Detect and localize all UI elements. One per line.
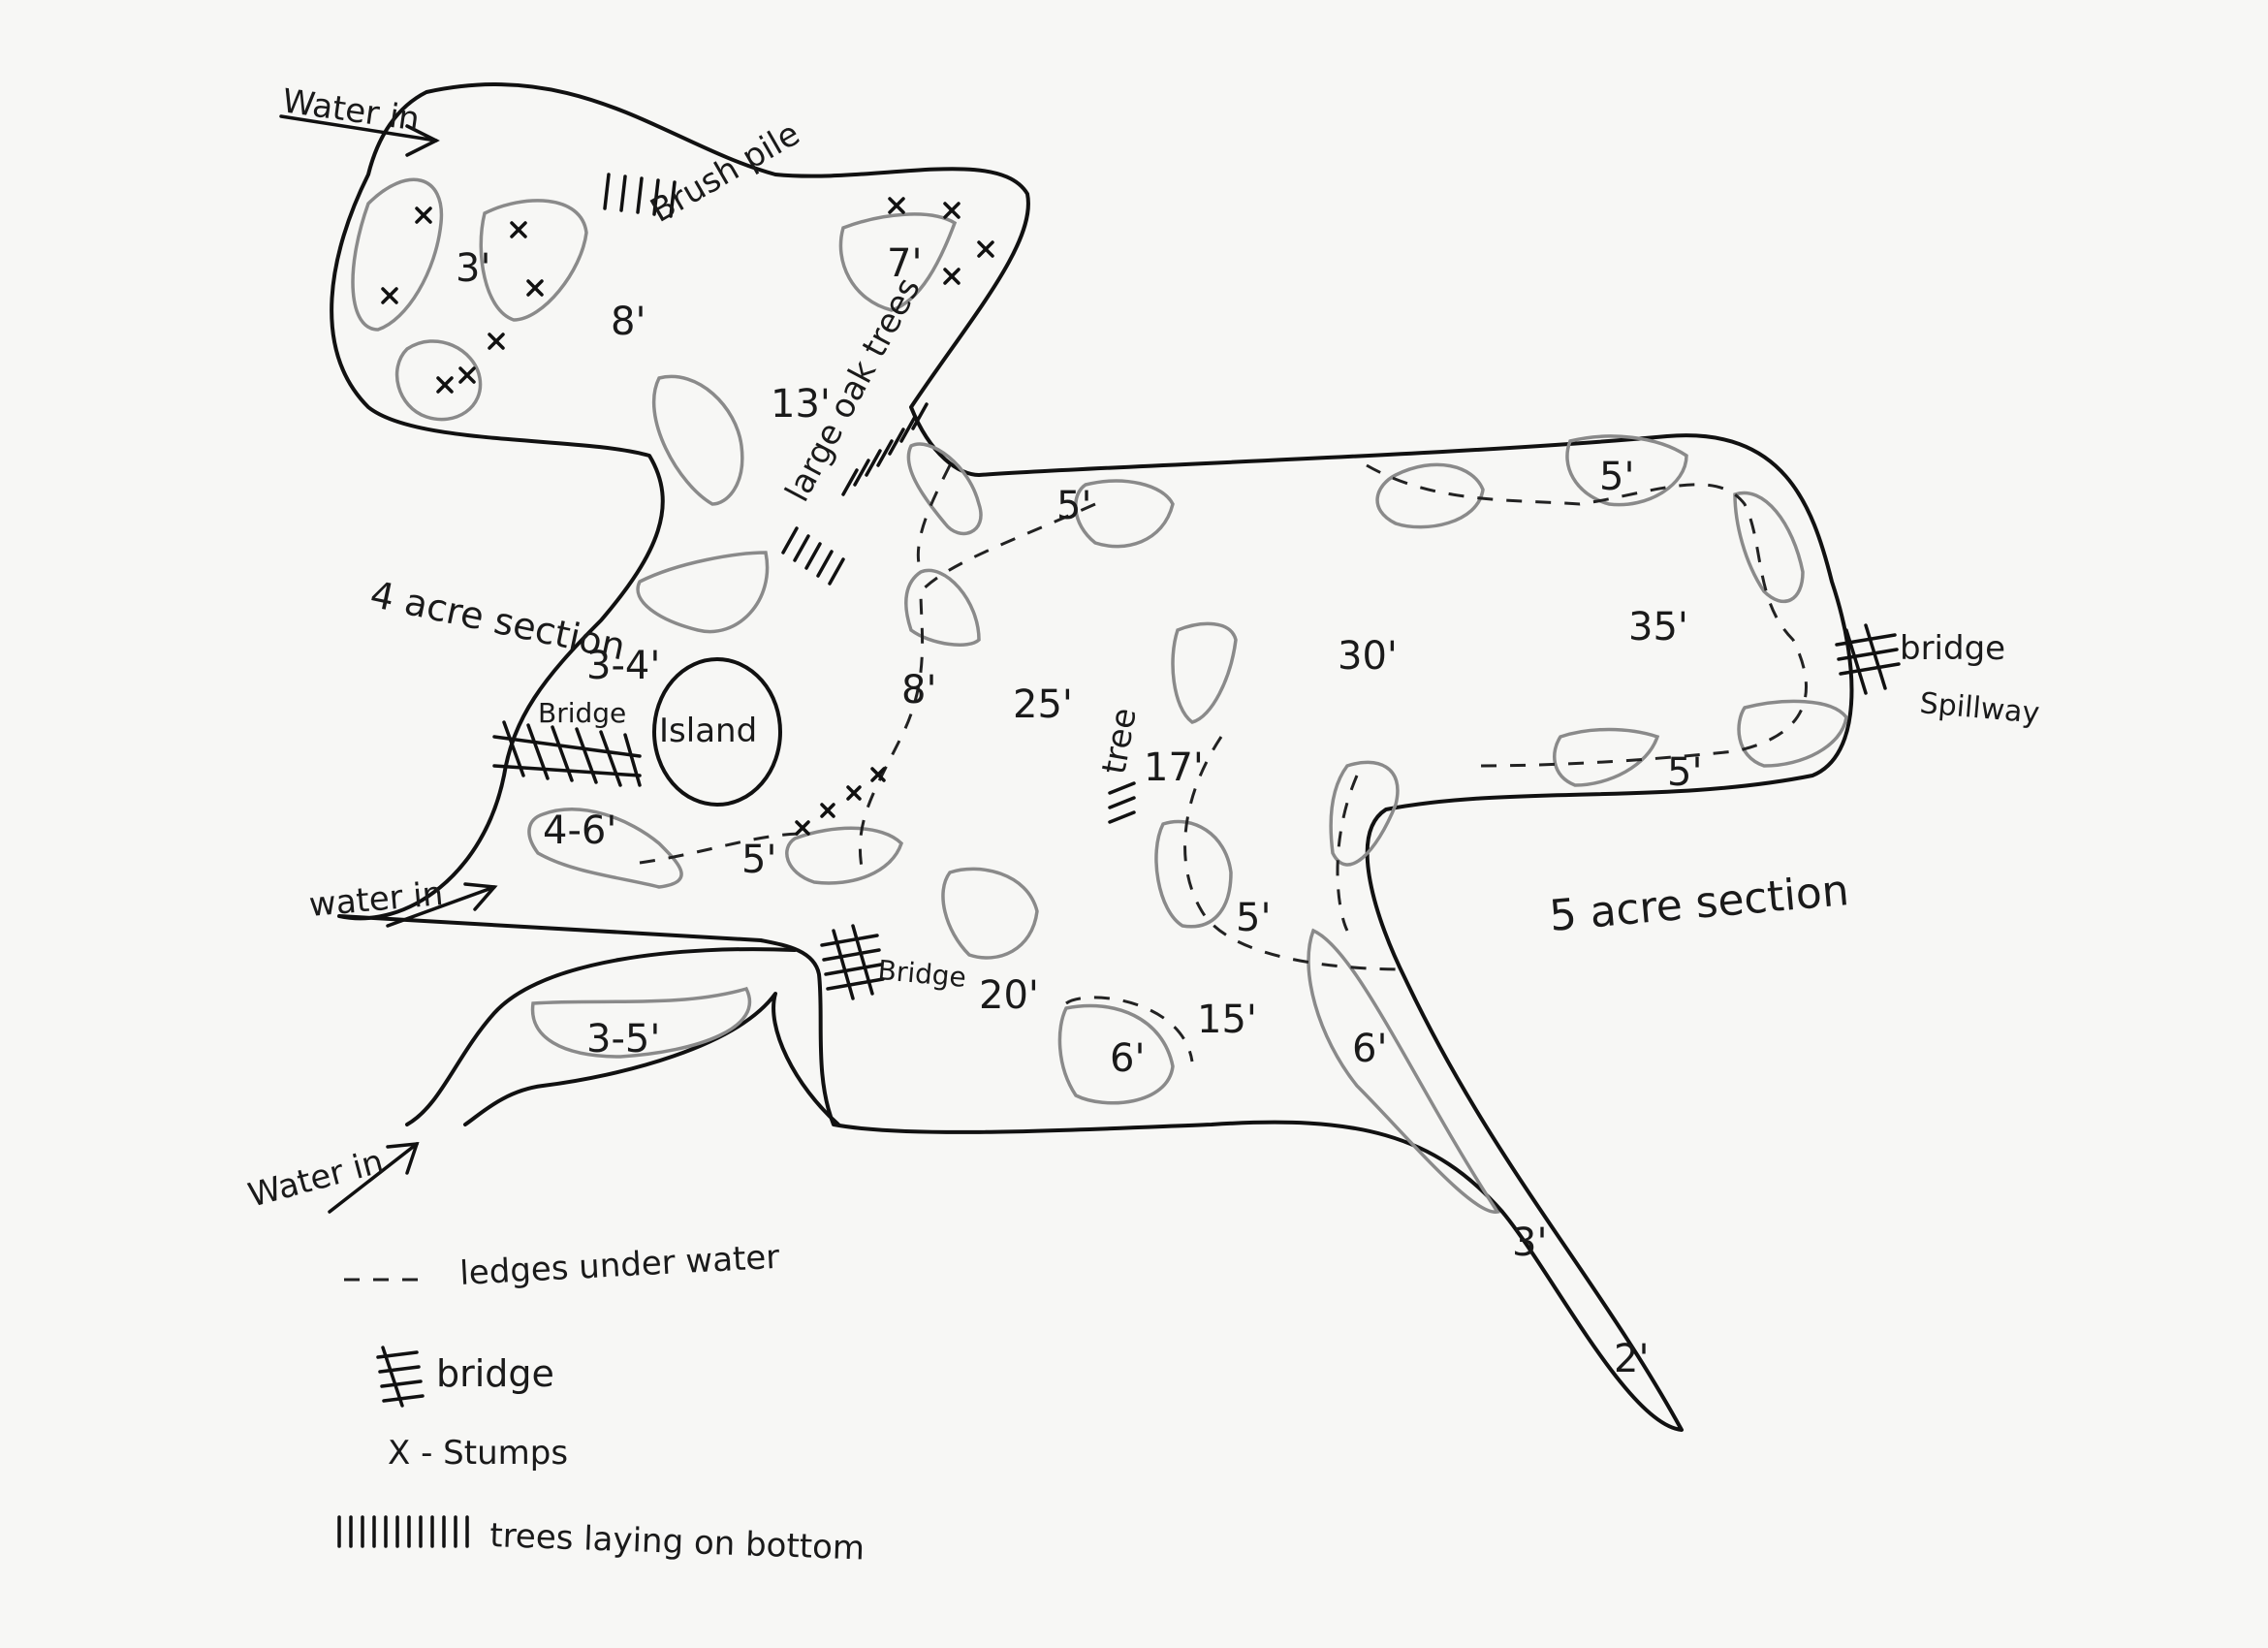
legend-bridge-label: bridge bbox=[436, 1352, 554, 1395]
lower-inlet-arm bbox=[405, 947, 840, 1126]
legend-ledges-label: ledges under water bbox=[458, 1238, 780, 1293]
legend-stumps-label: X - Stumps bbox=[388, 1434, 568, 1473]
depth-label: 25' bbox=[1013, 682, 1073, 727]
arrow-icon-inflow-1 bbox=[279, 114, 440, 157]
fallen-trees bbox=[603, 173, 1136, 824]
tree-label: tree bbox=[1094, 705, 1144, 776]
legend-trees-label: trees laying on bottom bbox=[489, 1516, 866, 1568]
depth-labels: 3' 8' 7' 13' 3-4' 4-6' 5' 8' 25' 5' 17' … bbox=[456, 241, 1702, 1381]
water-in-label-3: Water in bbox=[244, 1142, 388, 1215]
depth-label: 2' bbox=[1614, 1337, 1649, 1381]
submerged-humps bbox=[351, 177, 1848, 1214]
depth-label: 8' bbox=[901, 668, 936, 713]
arrow-icon-inflow-2 bbox=[386, 882, 498, 928]
bridge-spillway bbox=[1835, 623, 1901, 695]
depth-label: 5' bbox=[741, 838, 776, 882]
depth-label: 17' bbox=[1144, 745, 1204, 790]
depth-label: 20' bbox=[979, 973, 1039, 1018]
depth-label: 5' bbox=[1236, 896, 1271, 940]
depth-label: 4-6' bbox=[543, 808, 616, 853]
bridge-south bbox=[820, 924, 885, 1000]
bridge-west bbox=[492, 720, 642, 787]
legend-bridge-icon bbox=[376, 1346, 425, 1408]
spillway-label: Spillway bbox=[1918, 686, 2040, 731]
depth-label: 3' bbox=[1512, 1220, 1547, 1265]
water-in-label-2: water in bbox=[307, 874, 445, 925]
island bbox=[652, 657, 782, 807]
section-5-label: 5 acre section bbox=[1548, 866, 1851, 941]
depth-label: 15' bbox=[1197, 998, 1257, 1042]
depth-label: 13' bbox=[771, 382, 831, 427]
legend: ledges under water bridge X - Stumps tre… bbox=[337, 1238, 866, 1568]
water-in-label-1: Water in bbox=[280, 81, 422, 139]
legend-trees-icon bbox=[337, 1515, 469, 1548]
depth-label: 30' bbox=[1338, 634, 1398, 679]
depth-label: 7' bbox=[887, 241, 922, 286]
depth-label: 35' bbox=[1628, 605, 1688, 650]
arrow-icon-inflow-3 bbox=[328, 1141, 420, 1214]
depth-label: 3' bbox=[456, 246, 490, 291]
bridge-south-label: Bridge bbox=[876, 954, 967, 994]
depth-label: 8' bbox=[611, 300, 646, 344]
depth-label: 6' bbox=[1352, 1027, 1387, 1071]
depth-label: 3-5' bbox=[586, 1017, 660, 1062]
bridge-west-label: Bridge bbox=[538, 697, 626, 729]
bridge-spillway-label: bridge bbox=[1900, 629, 2005, 668]
depth-label: 6' bbox=[1110, 1036, 1145, 1081]
depth-label: 5' bbox=[1599, 455, 1634, 499]
pond-shoreline bbox=[330, 82, 1854, 1432]
depth-label: 5' bbox=[1667, 750, 1702, 795]
underwater-ledges bbox=[639, 463, 1808, 1062]
stumps bbox=[381, 197, 994, 836]
depth-label: 3-4' bbox=[586, 644, 660, 688]
island-label: Island bbox=[659, 712, 757, 750]
depth-label: 5' bbox=[1056, 484, 1091, 528]
